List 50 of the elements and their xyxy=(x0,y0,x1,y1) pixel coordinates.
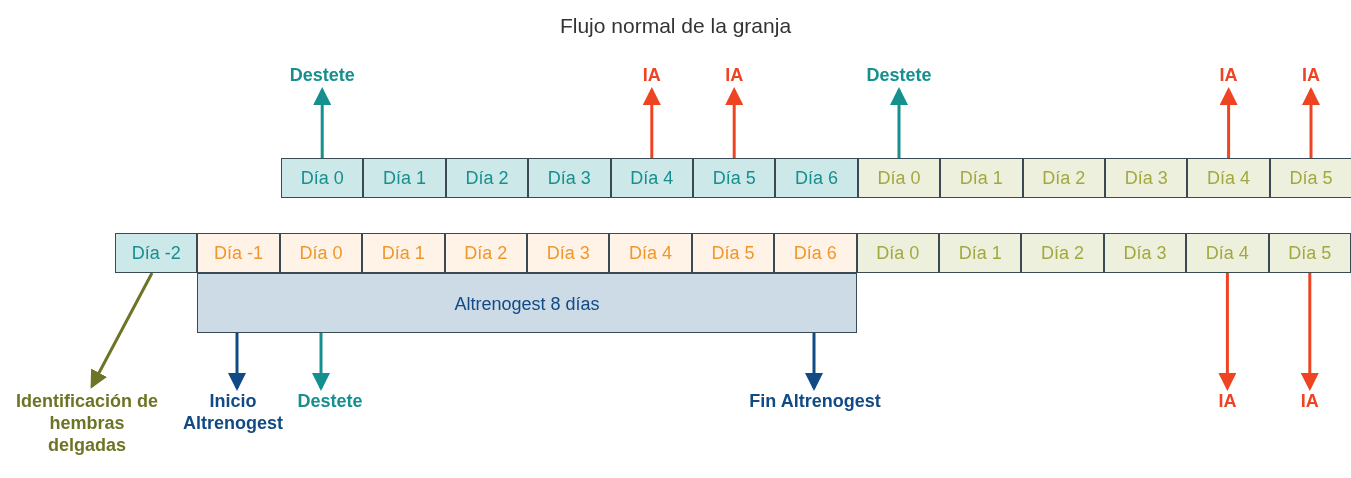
arrow xyxy=(1218,273,1237,391)
day-cell: Día 1 xyxy=(362,233,445,273)
event-label: Identificación de hembras delgadas xyxy=(12,390,162,456)
day-cell: Día 1 xyxy=(363,158,446,198)
day-cell: Día 2 xyxy=(1022,158,1105,198)
day-cell: Día 5 xyxy=(691,233,775,273)
day-cell: Día -1 xyxy=(197,233,280,273)
day-cell: Día 5 xyxy=(1269,158,1351,198)
arrow xyxy=(725,87,744,158)
day-cell: Día 3 xyxy=(528,158,611,198)
day-cell: Día 3 xyxy=(527,233,610,273)
event-label: Destete xyxy=(849,64,949,86)
event-label: Destete xyxy=(272,64,373,86)
arrow xyxy=(1302,87,1320,158)
day-cell: Día 0 xyxy=(856,233,939,273)
day-cell: Día 4 xyxy=(1186,233,1269,273)
day-cell: Día 1 xyxy=(940,158,1023,198)
arrow xyxy=(805,333,823,391)
day-cell: Día 5 xyxy=(693,158,776,198)
arrow xyxy=(90,272,154,389)
day-cell: Día 5 xyxy=(1268,233,1351,273)
event-label: Destete xyxy=(292,390,368,412)
day-cell: Día 2 xyxy=(444,233,527,273)
event-label: IA xyxy=(1207,390,1248,412)
arrow xyxy=(228,333,246,391)
day-cell: Día -2 xyxy=(115,233,198,273)
day-cell: Día 4 xyxy=(610,158,693,198)
arrow xyxy=(1219,87,1238,158)
event-label: Inicio Altrenogest xyxy=(176,390,290,434)
event-label: IA xyxy=(1289,390,1330,412)
day-cell: Día 0 xyxy=(281,158,364,198)
day-cell: Día 6 xyxy=(774,233,857,273)
day-cell: Día 1 xyxy=(939,233,1022,273)
arrow xyxy=(313,87,332,158)
arrow xyxy=(642,87,661,158)
day-cell: Día 0 xyxy=(857,158,941,198)
day-cell: Día 2 xyxy=(445,158,529,198)
diagram-title: Flujo normal de la granja xyxy=(558,14,793,38)
arrow xyxy=(1300,273,1319,391)
day-cell: Día 3 xyxy=(1105,158,1188,198)
treatment-bar: Altrenogest 8 días xyxy=(197,273,857,333)
day-cell: Día 0 xyxy=(279,233,363,273)
day-cell: Día 2 xyxy=(1021,233,1104,273)
day-cell: Día 6 xyxy=(775,158,858,198)
day-cell: Día 4 xyxy=(609,233,692,273)
day-cell: Día 4 xyxy=(1187,158,1270,198)
arrow xyxy=(890,87,908,158)
event-label: Fin Altrenogest xyxy=(745,390,885,412)
arrow xyxy=(312,333,330,391)
day-cell: Día 3 xyxy=(1103,233,1187,273)
